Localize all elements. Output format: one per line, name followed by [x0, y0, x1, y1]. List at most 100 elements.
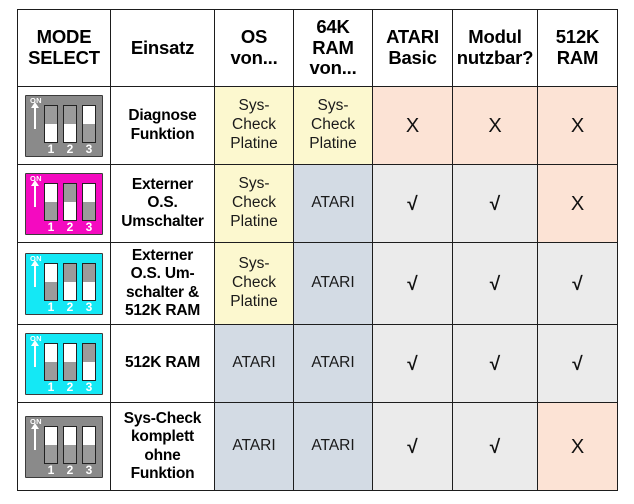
os-von-cell-line: Platine	[230, 212, 278, 230]
ram64-von-cell-line: Platine	[309, 134, 357, 152]
dip-switch-number: 2	[66, 141, 74, 156]
dip-switch-3-off[interactable]	[82, 262, 96, 301]
check-icon: √	[489, 273, 501, 295]
dip-switch-lever	[45, 343, 57, 362]
modul-nutzbar-cell: √	[452, 242, 538, 325]
dip-switch-number: 3	[85, 141, 93, 156]
einsatz-cell-line: O.S.	[147, 194, 178, 212]
dip-switch-2-on[interactable]	[63, 342, 77, 381]
dip-switch-lever	[45, 426, 57, 445]
ram64-von-cell-line: ATARI	[311, 437, 355, 455]
dip-switch-1-on[interactable]	[44, 425, 58, 464]
os-von-cell-line: ATARI	[232, 354, 276, 372]
dip-switch-number: 1	[47, 379, 55, 394]
column-header-line: Modul	[468, 26, 522, 48]
dip-on-arrow-icon	[31, 259, 39, 287]
check-icon: √	[407, 353, 418, 375]
dip-switch-number: 2	[66, 379, 74, 394]
einsatz-cell-line: Funktion	[130, 125, 195, 143]
einsatz-cell-line: O.S. Um-	[130, 265, 195, 283]
einsatz-cell-line: Umschalter	[121, 212, 204, 230]
dip-switch-1-on[interactable]	[44, 262, 58, 301]
dip-switch-number: 2	[66, 299, 74, 314]
column-header-line: Einsatz	[130, 36, 195, 58]
dip-switch-2-off[interactable]	[63, 262, 77, 301]
os-von-cell-line: Check	[232, 116, 276, 134]
ram64-von-cell-line: ATARI	[311, 274, 355, 292]
dip-switch-lever	[45, 183, 57, 202]
einsatz-cell: 512K RAM	[110, 324, 215, 403]
column-header-line: MODE	[36, 26, 92, 48]
column-header-line: von...	[230, 47, 278, 68]
dip-switch-2-on[interactable]	[63, 425, 77, 464]
dip-switch-lever	[64, 343, 76, 362]
dip-on-label: ON	[30, 95, 42, 105]
ram64-von-cell-line: ATARI	[311, 194, 355, 212]
os-von-cell-line: ATARI	[232, 437, 276, 455]
einsatz-cell-line: Funktion	[130, 464, 195, 482]
atari-basic-cell: X	[372, 86, 453, 165]
modul-nutzbar-cell: √	[452, 164, 538, 243]
dip-switch-number: 1	[47, 462, 55, 477]
dip-switch-3-on[interactable]	[82, 425, 96, 464]
column-header-line: RAM	[312, 36, 354, 58]
dip-on-arrow-icon	[31, 422, 39, 450]
modul-nutzbar-cell: √	[452, 324, 538, 403]
ram64-von-cell-line: Check	[311, 116, 355, 134]
os-von-cell-line: Sys-	[238, 255, 270, 273]
dip-switch-1-on[interactable]	[44, 342, 58, 381]
einsatz-cell-line: Diagnose	[128, 107, 197, 125]
modul-nutzbar-cell: X	[452, 86, 538, 165]
check-icon: √	[407, 436, 418, 458]
dip-switch-lever	[64, 426, 76, 445]
column-header-line: nutzbar?	[456, 47, 534, 68]
dip-on-arrow-icon	[31, 179, 39, 207]
check-icon: √	[572, 353, 583, 375]
dip-switch-3-off[interactable]	[82, 342, 96, 381]
dip-switch-number: 2	[66, 219, 74, 234]
dip-switch-1-off[interactable]	[44, 104, 58, 143]
ram512-cell: √	[537, 242, 618, 325]
dip-switch-1-on[interactable]	[44, 182, 58, 221]
dip-on-label: ON	[30, 416, 42, 426]
ram512-cell: X	[537, 402, 618, 491]
dip-switch-lever	[83, 281, 95, 300]
dip-switch-lever	[45, 263, 57, 282]
ram512-cell: √	[537, 324, 618, 403]
os-von-cell-line: Sys-	[238, 175, 270, 193]
ram64-von-cell: ATARI	[293, 164, 373, 243]
column-header-line: Basic	[388, 47, 437, 68]
dip-switch-3-on[interactable]	[82, 182, 96, 221]
column-header-line: SELECT	[28, 47, 100, 68]
dip-switch-number: 3	[85, 299, 93, 314]
ram64-von-cell: ATARI	[293, 242, 373, 325]
dip-switch-2-off[interactable]	[63, 104, 77, 143]
ram64-von-cell-line: ATARI	[311, 354, 355, 372]
column-header-line: 512K	[555, 26, 600, 48]
dip-switch-2-off[interactable]	[63, 182, 77, 221]
check-icon: √	[572, 273, 583, 295]
dip-switch-lever	[64, 281, 76, 300]
dip-on-label: ON	[30, 173, 42, 183]
os-von-cell: ATARI	[214, 324, 294, 403]
dip-switch-3-on[interactable]	[82, 104, 96, 143]
einsatz-cell-line: komplett	[131, 428, 194, 446]
